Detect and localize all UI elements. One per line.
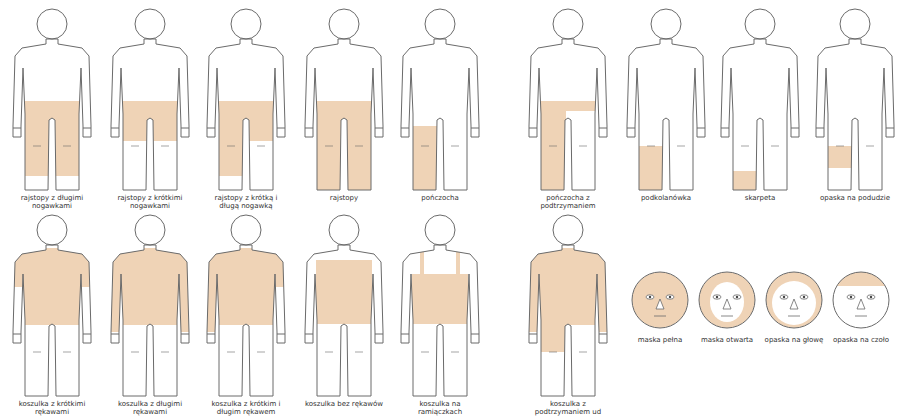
- garment-label: rajstopy: [302, 194, 386, 202]
- garment-label: skarpeta: [718, 194, 802, 202]
- body-figure: [527, 215, 609, 396]
- garment-label: pończocha: [398, 194, 482, 202]
- body-figure: [111, 9, 189, 190]
- body-figure: [816, 9, 894, 190]
- body-figure: [305, 215, 383, 396]
- garment-label: koszulka bez rękawów: [302, 400, 386, 408]
- body-figure: [721, 9, 799, 192]
- body-figure: [207, 9, 285, 190]
- garment-label: opaska na głowę: [752, 336, 836, 344]
- garment-label: maska otwarta: [685, 336, 769, 344]
- garment-label: koszulka na ramiączkach: [398, 400, 482, 416]
- head-figure: [766, 272, 822, 328]
- garment-label: maska pełna: [618, 336, 702, 344]
- garment-label: koszulka z podtrzymaniem ud: [526, 400, 610, 416]
- head-figure: [632, 272, 688, 328]
- garment-label: rajstopy z krótką i długą nogawką: [204, 194, 288, 210]
- garment-label: opaska na podudzie: [813, 194, 897, 202]
- garment-label: koszulka z krótkim i długim rękawem: [204, 400, 288, 416]
- garment-label: koszulka z długimi rękawami: [108, 400, 192, 416]
- head-figure: [833, 272, 889, 328]
- body-figure: [529, 9, 607, 192]
- body-figure: [401, 215, 479, 396]
- body-figure: [401, 9, 479, 192]
- garment-label: koszulka z krótkimi rękawami: [10, 400, 94, 416]
- body-figure: [627, 9, 705, 192]
- body-figure: [13, 9, 91, 190]
- garment-label: rajstopy z długimi nogawkami: [10, 194, 94, 210]
- body-figure: [205, 215, 287, 396]
- head-figure: [699, 272, 755, 328]
- garment-label: rajstopy z krótkimi nogawkami: [108, 194, 192, 210]
- body-figure: [11, 215, 93, 396]
- garment-label: podkolanówka: [624, 194, 708, 202]
- garment-label: pończocha z podtrzymaniem: [526, 194, 610, 210]
- body-figure: [305, 9, 383, 193]
- garment-label: opaska na czoło: [819, 336, 900, 344]
- body-figure: [109, 215, 191, 396]
